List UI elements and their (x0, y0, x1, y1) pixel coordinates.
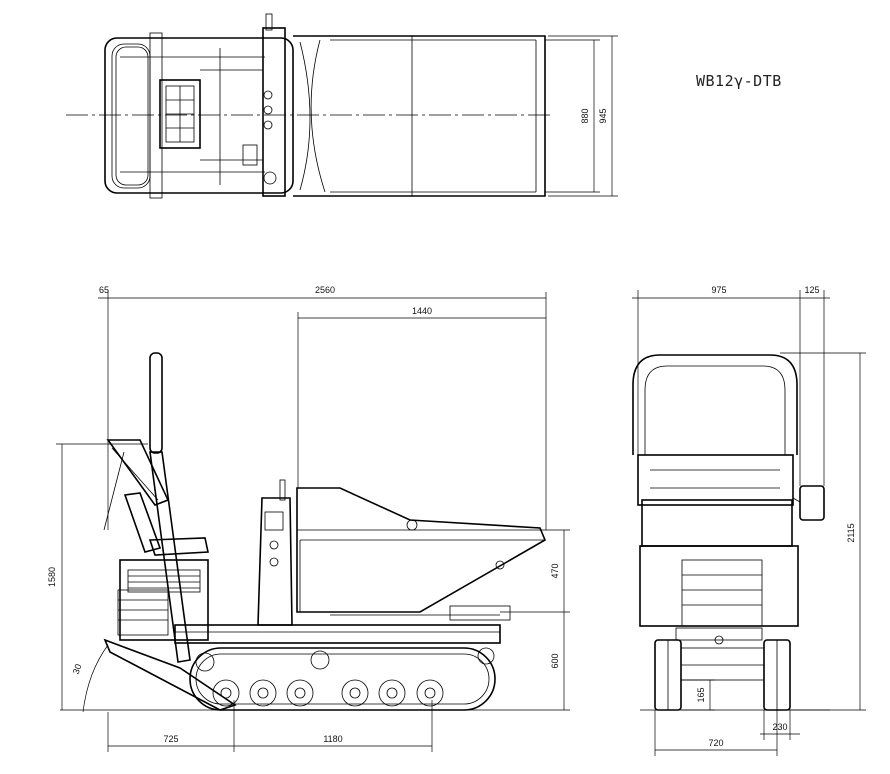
dim-side-1180: 1180 (323, 734, 342, 744)
dim-rear-720: 720 (708, 738, 723, 748)
dim-top-880: 880 (580, 108, 590, 123)
dim-rear-2115: 2115 (846, 523, 856, 542)
side-view (56, 290, 570, 752)
dim-side-470: 470 (550, 563, 560, 578)
dim-top-945: 945 (598, 108, 608, 123)
dim-rear-125: 125 (804, 285, 819, 295)
dim-side-725: 725 (163, 734, 178, 744)
dim-side-65: 65 (99, 285, 109, 295)
dim-side-1440: 1440 (412, 306, 432, 316)
track-rollers (195, 647, 495, 707)
rear-view (632, 290, 866, 756)
dim-rear-975: 975 (711, 285, 726, 295)
top-view (66, 13, 618, 199)
dim-side-30: 30 (71, 663, 84, 676)
dim-side-2560: 2560 (315, 285, 335, 295)
model-title: WB12γ-DTB (696, 72, 782, 90)
dim-side-600: 600 (550, 653, 560, 668)
dim-rear-165: 165 (696, 687, 706, 702)
dim-rear-230: 230 (772, 722, 787, 732)
dim-side-1580: 1580 (47, 567, 57, 587)
